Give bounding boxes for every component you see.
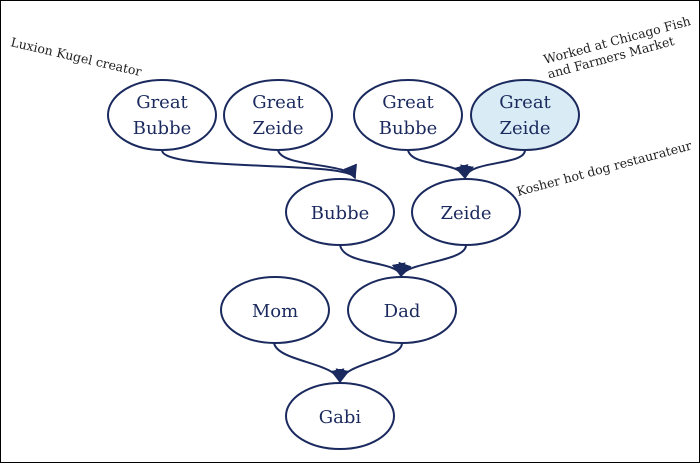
edge-dad-to-gabi xyxy=(335,342,403,384)
node-dad: Dad xyxy=(347,276,457,344)
node-great-zeide-1: Great Zeide xyxy=(223,79,333,151)
edge-zeide-to-dad xyxy=(398,244,467,278)
edge-great-bubbe-1-to-bubbe xyxy=(161,149,357,180)
node-bubbe: Bubbe xyxy=(285,178,395,246)
node-ellipse xyxy=(223,79,333,151)
node-label: Gabi xyxy=(319,407,362,428)
node-label-line2: Zeide xyxy=(252,118,303,139)
node-zeide: Zeide xyxy=(411,178,521,246)
node-label-line2: Zeide xyxy=(499,118,550,139)
node-ellipse xyxy=(220,276,330,344)
edge-great-zeide-1-to-bubbe xyxy=(277,149,357,180)
node-label-line1: Great xyxy=(136,92,188,113)
node-ellipse xyxy=(411,178,521,246)
node-ellipse xyxy=(107,79,217,151)
annotation-luxion-kugel: Luxion Kugel creator xyxy=(9,34,143,79)
node-ellipse xyxy=(353,79,463,151)
node-great-bubbe-2: Great Bubbe xyxy=(353,79,463,151)
node-mom: Mom xyxy=(220,276,330,344)
node-great-bubbe-1: Great Bubbe xyxy=(107,79,217,151)
node-ellipse xyxy=(347,276,457,344)
node-gabi: Gabi xyxy=(285,382,395,450)
edge-great-zeide-2-to-zeide xyxy=(460,149,526,180)
node-ellipse xyxy=(285,382,395,450)
node-label: Mom xyxy=(252,301,298,322)
node-label: Bubbe xyxy=(311,203,370,224)
node-label-line2: Bubbe xyxy=(379,118,438,139)
node-ellipse-highlighted xyxy=(470,79,580,151)
node-ellipse xyxy=(285,178,395,246)
node-label-line1: Great xyxy=(382,92,434,113)
node-label: Dad xyxy=(384,301,421,322)
edge-bubbe-to-dad xyxy=(339,244,406,278)
annotation-chicago-market: Worked at Chicago Fish and Farmers Marke… xyxy=(542,13,692,81)
node-label-line1: Great xyxy=(499,92,551,113)
connectors xyxy=(161,149,526,384)
edge-mom-to-gabi xyxy=(273,342,345,384)
edge-great-bubbe-2-to-zeide xyxy=(407,149,469,180)
node-label: Zeide xyxy=(440,203,491,224)
node-great-zeide-2: Great Zeide xyxy=(470,79,580,151)
node-label-line1: Great xyxy=(252,92,304,113)
node-label-line2: Bubbe xyxy=(133,118,192,139)
